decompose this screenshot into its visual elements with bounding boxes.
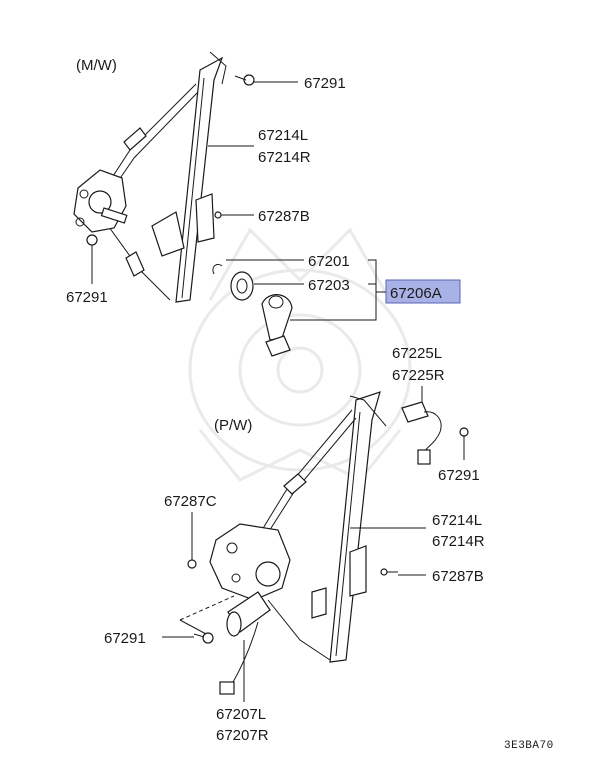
power-regulator-drawing [179,391,469,695]
label-67201: 67201 [308,253,350,270]
label-67207L: 67207L [216,706,266,723]
leader-lines-power [162,386,465,702]
section-label-manual: (M/W) [76,57,117,74]
handle-assembly-drawing [212,263,293,357]
watermark-emblem [188,227,412,482]
label-67287B-manual: 67287B [258,208,310,225]
manual-regulator-drawing [73,51,255,303]
label-67207R: 67207R [216,727,269,744]
figure-code: 3E3BA70 [504,740,554,752]
label-67291-power: 67291 [104,630,146,647]
label-67291-manual-top: 67291 [304,75,346,92]
label-67287C: 67287C [164,493,217,510]
label-67225R: 67225R [392,367,445,384]
label-67214L-power: 67214L [432,512,482,529]
label-67225L: 67225L [392,345,442,362]
label-67206A[interactable]: 67206A [390,285,442,302]
label-67214R-manual: 67214R [258,149,311,166]
highlighted-part-67206A[interactable]: 67206A [385,279,461,304]
label-67214L-manual: 67214L [258,127,308,144]
label-67291-switch: 67291 [438,467,480,484]
leader-lines-manual [91,81,298,284]
label-67214R-power: 67214R [432,533,485,550]
label-67287B-power: 67287B [432,568,484,585]
label-67291-manual-bottom: 67291 [66,289,108,306]
leader-lines-handle [226,259,386,321]
label-67203: 67203 [308,277,350,294]
section-label-power: (P/W) [214,417,252,434]
